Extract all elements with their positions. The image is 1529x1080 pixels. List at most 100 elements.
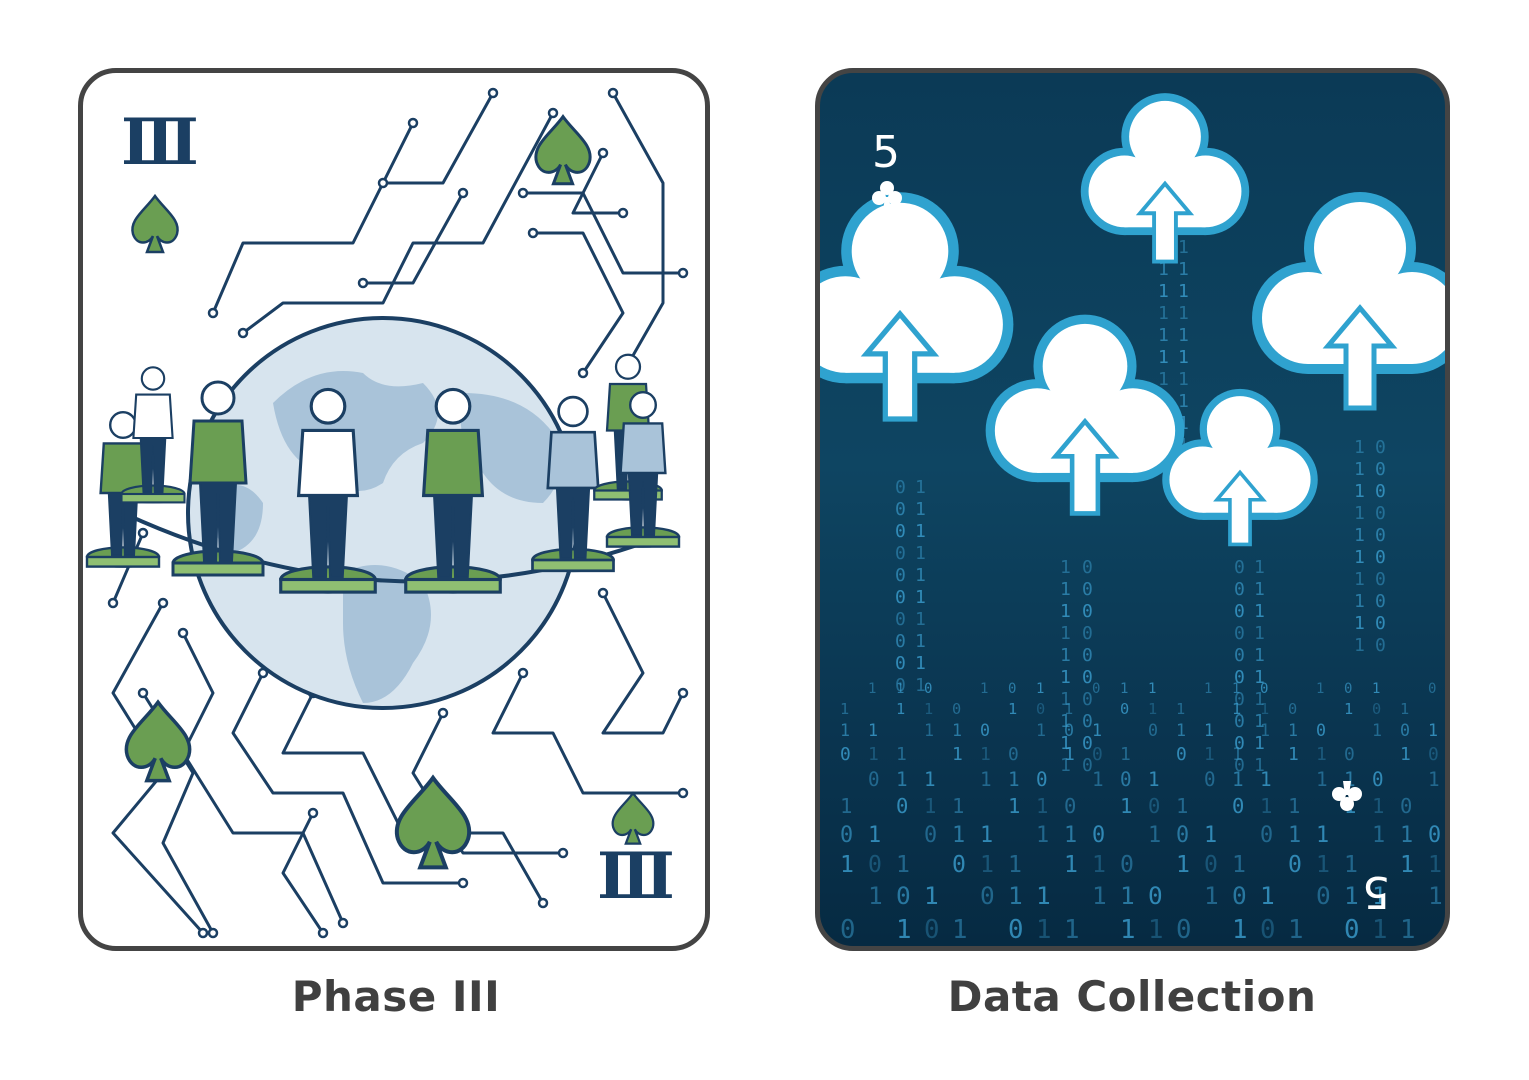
svg-text:1: 1 [1036, 915, 1051, 945]
svg-text:0: 0 [1288, 852, 1302, 878]
svg-text:0: 0 [1036, 700, 1045, 718]
svg-text:1: 1 [1344, 852, 1358, 878]
svg-text:1: 1 [1178, 281, 1189, 302]
svg-text:1: 1 [1060, 623, 1071, 644]
svg-text:1: 1 [1060, 689, 1071, 710]
svg-text:1: 1 [1008, 768, 1020, 791]
svg-text:1: 1 [915, 653, 926, 674]
svg-text:0: 0 [1008, 681, 1016, 697]
svg-text:1: 1 [1204, 823, 1217, 848]
svg-text:1: 1 [1060, 557, 1071, 578]
svg-text:1: 1 [1254, 755, 1265, 776]
svg-text:1: 1 [1204, 681, 1212, 697]
svg-text:0: 0 [895, 521, 906, 542]
svg-text:1: 1 [1288, 915, 1303, 945]
svg-text:1: 1 [1254, 711, 1265, 732]
svg-text:1: 1 [1158, 347, 1169, 368]
svg-text:0: 0 [1375, 569, 1386, 590]
svg-text:0: 0 [1234, 733, 1245, 754]
svg-text:1: 1 [1344, 768, 1356, 791]
svg-text:1: 1 [1176, 794, 1188, 818]
svg-text:0: 0 [1092, 823, 1105, 848]
svg-text:0: 0 [1260, 681, 1268, 697]
svg-text:0: 0 [840, 744, 851, 765]
svg-text:0: 0 [1148, 794, 1160, 818]
card-caption-phase: Phase III [291, 972, 501, 1021]
svg-text:0: 0 [1375, 459, 1386, 480]
svg-text:0: 0 [1082, 645, 1093, 666]
svg-text:1: 1 [1372, 823, 1385, 848]
svg-text:1: 1 [1372, 881, 1387, 910]
svg-text:1: 1 [952, 744, 963, 765]
globe-icon [186, 316, 580, 710]
svg-text:1: 1 [1036, 881, 1051, 910]
svg-text:0: 0 [1375, 437, 1386, 458]
svg-text:1: 1 [1008, 852, 1022, 878]
svg-text:0: 0 [1400, 721, 1410, 740]
svg-text:1: 1 [1254, 557, 1265, 578]
svg-text:1: 1 [1092, 881, 1107, 910]
svg-text:1: 1 [1092, 852, 1106, 878]
svg-text:1: 1 [1008, 700, 1017, 718]
svg-text:0: 0 [895, 587, 906, 608]
svg-text:1: 1 [1148, 823, 1161, 848]
svg-text:1: 1 [1260, 881, 1275, 910]
svg-text:1: 1 [1354, 569, 1365, 590]
svg-text:0: 0 [1375, 547, 1386, 568]
svg-text:1: 1 [915, 521, 926, 542]
svg-text:1: 1 [1354, 525, 1365, 546]
svg-text:1: 1 [896, 915, 911, 945]
svg-text:1: 1 [1092, 768, 1104, 791]
svg-text:0: 0 [924, 915, 939, 945]
svg-text:1: 1 [840, 794, 852, 818]
svg-text:1: 1 [1060, 645, 1071, 666]
svg-text:1: 1 [840, 721, 850, 740]
svg-text:1: 1 [915, 631, 926, 652]
svg-text:0: 0 [1092, 744, 1103, 765]
svg-text:0: 0 [1344, 681, 1352, 697]
svg-text:0: 0 [1082, 755, 1093, 776]
svg-text:0: 0 [1428, 823, 1441, 848]
svg-text:0: 0 [1375, 635, 1386, 656]
svg-text:1: 1 [1060, 733, 1071, 754]
svg-text:1: 1 [1232, 852, 1246, 878]
svg-text:0: 0 [895, 609, 906, 630]
svg-text:0: 0 [1204, 768, 1216, 791]
svg-text:0: 0 [1120, 768, 1132, 791]
svg-text:1: 1 [1064, 852, 1078, 878]
svg-text:0: 0 [1082, 601, 1093, 622]
svg-text:0: 0 [896, 881, 911, 910]
svg-text:1: 1 [1148, 700, 1157, 718]
corner-rank-top: III [121, 105, 199, 180]
svg-text:0: 0 [1082, 733, 1093, 754]
svg-text:1: 1 [1060, 667, 1071, 688]
svg-text:0: 0 [1400, 794, 1412, 818]
svg-text:1: 1 [1064, 915, 1079, 945]
svg-text:0: 0 [1008, 915, 1023, 945]
svg-text:0: 0 [1372, 700, 1381, 718]
svg-text:0: 0 [1082, 667, 1093, 688]
svg-text:0: 0 [1260, 823, 1273, 848]
svg-text:1: 1 [952, 823, 965, 848]
svg-text:1: 1 [1120, 744, 1131, 765]
svg-text:1: 1 [1400, 744, 1411, 765]
svg-text:0: 0 [1082, 579, 1093, 600]
svg-text:1: 1 [1372, 721, 1382, 740]
svg-text:1: 1 [924, 721, 934, 740]
svg-text:0: 0 [895, 675, 906, 696]
svg-text:0: 0 [1148, 721, 1158, 740]
svg-text:1: 1 [1232, 915, 1247, 945]
svg-text:1: 1 [1158, 303, 1169, 324]
svg-text:1: 1 [1148, 768, 1160, 791]
svg-text:1: 1 [1064, 823, 1077, 848]
svg-text:1: 1 [1354, 503, 1365, 524]
svg-text:0: 0 [1092, 681, 1100, 697]
phase-card: III III [78, 68, 710, 951]
svg-text:1: 1 [1354, 459, 1365, 480]
svg-text:0: 0 [1176, 744, 1187, 765]
svg-text:0: 0 [1204, 852, 1218, 878]
svg-text:0: 0 [1288, 700, 1297, 718]
svg-text:1: 1 [1254, 667, 1265, 688]
svg-text:0: 0 [1260, 915, 1275, 945]
svg-text:1: 1 [840, 700, 849, 718]
